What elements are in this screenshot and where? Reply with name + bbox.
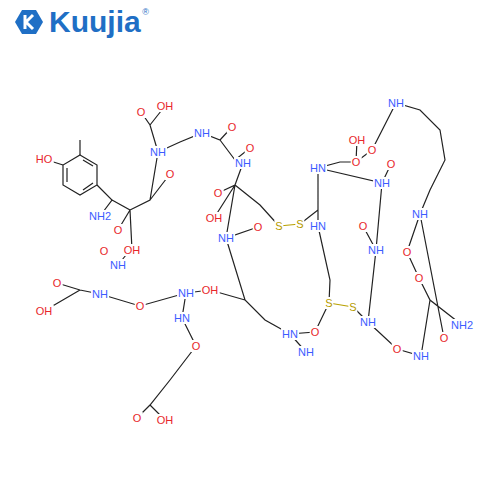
atom-label: S — [274, 220, 283, 232]
atom-label: NH — [359, 316, 377, 328]
atom-label: NH2 — [88, 210, 112, 222]
atom-label: O — [367, 144, 378, 156]
atom-label: O — [351, 156, 362, 168]
atom-label: OH — [35, 305, 54, 317]
atom-label: NH — [387, 97, 405, 109]
atom-label: OH — [348, 134, 367, 146]
atom-label: O — [191, 340, 202, 352]
atom-label: O — [136, 106, 147, 118]
atom-label: O — [392, 343, 403, 355]
atom-label: NH — [109, 259, 127, 271]
atom-label: NH — [373, 177, 391, 189]
atom-label: HN — [281, 328, 299, 340]
atom-label: S — [324, 297, 333, 309]
atom-label: NH — [91, 288, 109, 300]
atom-label: O — [135, 300, 146, 312]
atom-label: O — [132, 412, 143, 424]
atom-label: NH — [177, 287, 195, 299]
atom-label: O — [386, 158, 397, 170]
atom-label: NH2 — [450, 319, 474, 331]
atom-label: O — [439, 332, 450, 344]
atom-label: NH — [411, 208, 429, 220]
atom-label: S — [348, 301, 357, 313]
atom-label: O — [99, 245, 110, 257]
atom-label: OH — [123, 244, 142, 256]
atom-label: O — [165, 168, 176, 180]
atom-label: OH — [205, 212, 224, 224]
atom-label: NH — [367, 244, 385, 256]
atom-label: HN — [309, 220, 327, 232]
atom-label: OH — [156, 414, 175, 426]
watermark-text: ® — [141, 7, 150, 18]
atom-label: O — [414, 272, 425, 284]
atom-label: O — [358, 220, 369, 232]
atom-label: O — [113, 224, 124, 236]
atom-label: HO — [35, 153, 54, 165]
atom-label: O — [52, 277, 63, 289]
logo-icon — [15, 10, 43, 34]
atom-label: NH — [412, 350, 430, 362]
atom-label: NH — [297, 346, 315, 358]
atom-label: O — [213, 187, 224, 199]
atom-label: O — [253, 221, 264, 233]
atom-label: NH — [193, 127, 211, 139]
atom-label: NH — [149, 146, 167, 158]
atom-label: HN — [173, 312, 191, 324]
atom-label: HN — [309, 162, 327, 174]
atom-label: OH — [201, 284, 220, 296]
atom-label: OH — [156, 100, 175, 112]
atom-label: O — [227, 121, 238, 133]
atom-label: O — [310, 326, 321, 338]
atom-label: NH — [217, 232, 235, 244]
atom-label: NH — [234, 157, 252, 169]
bonds — [44, 103, 462, 420]
atom-label: O — [245, 142, 256, 154]
atom-label: O — [402, 246, 413, 258]
watermark-text: Kuujia — [48, 6, 142, 38]
atom-label: S — [295, 218, 304, 230]
